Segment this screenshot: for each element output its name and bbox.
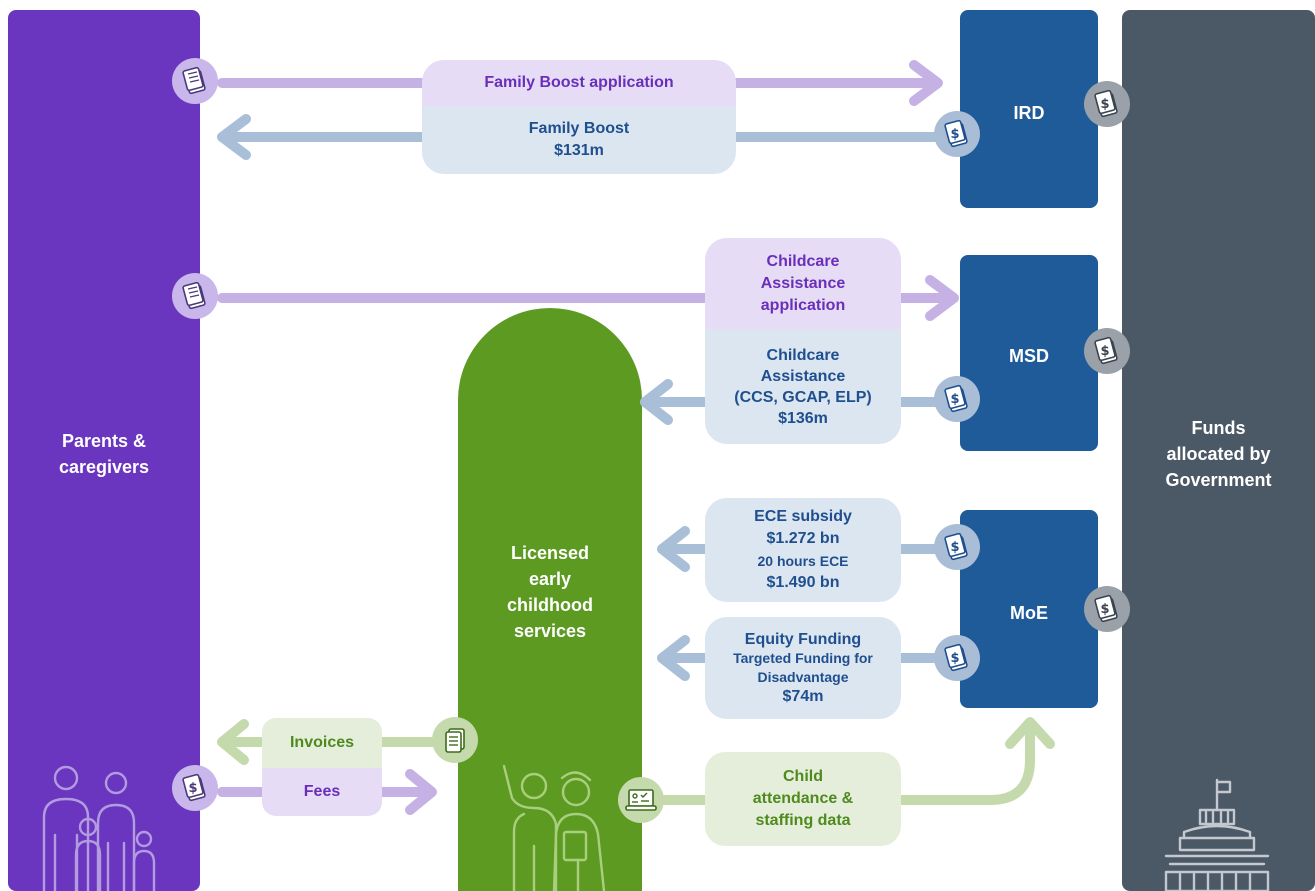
ird-box	[960, 10, 1098, 208]
document-icon	[172, 273, 218, 319]
family-boost-amount-label: Family Boost $131m	[422, 106, 736, 174]
svg-text:$: $	[188, 781, 197, 796]
svg-text:$: $	[950, 540, 959, 555]
svg-text:$: $	[950, 392, 959, 407]
moe-label: MoE	[1010, 603, 1048, 623]
family-icon	[42, 765, 156, 891]
svg-text:$: $	[950, 651, 959, 666]
government-column	[1122, 10, 1315, 891]
moe-box	[960, 510, 1098, 708]
parents-caregivers-label: Parents & caregivers	[58, 431, 150, 477]
parents-column	[8, 10, 200, 891]
money-document-icon: $	[1084, 81, 1130, 127]
childcare-assistance-label: Childcare Assistance (CCS, GCAP, ELP) $1…	[705, 329, 901, 444]
money-document-icon: $	[934, 635, 980, 681]
ece-services-pill	[458, 308, 642, 891]
msd-label: MSD	[1009, 346, 1049, 366]
ird-label: IRD	[1013, 103, 1045, 123]
ece-subsidy-label: ECE subsidy $1.272 bn 20 hours ECE $1.49…	[705, 498, 901, 602]
fees-label: Fees	[262, 768, 382, 816]
attendance-data-label: Child attendance & staffing data	[705, 752, 901, 846]
money-document-icon: $	[934, 376, 980, 422]
teachers-icon	[502, 764, 606, 891]
invoices-label: Invoices	[262, 718, 382, 768]
money-document-icon: $	[934, 111, 980, 157]
laptop-checklist-icon	[618, 777, 664, 823]
ece-services-label: Licensed early childhood services	[507, 543, 593, 641]
childcare-application-label: Childcare Assistance application	[705, 238, 901, 329]
government-funds-label: Funds allocated by Government	[1165, 418, 1272, 490]
document-icon	[432, 717, 478, 763]
svg-text:$: $	[950, 127, 959, 142]
parliament-building-icon	[1164, 778, 1270, 891]
svg-text:$: $	[1100, 344, 1109, 359]
msd-box	[960, 255, 1098, 451]
money-document-icon: $	[172, 765, 218, 811]
document-icon	[172, 58, 218, 104]
equity-funding-label: Equity Funding Targeted Funding for Disa…	[705, 617, 901, 719]
svg-text:$: $	[1100, 602, 1109, 617]
money-document-icon: $	[1084, 586, 1130, 632]
family-boost-application-label: Family Boost application	[422, 60, 736, 106]
money-document-icon: $	[934, 524, 980, 570]
money-document-icon: $	[1084, 328, 1130, 374]
svg-text:$: $	[1100, 97, 1109, 112]
